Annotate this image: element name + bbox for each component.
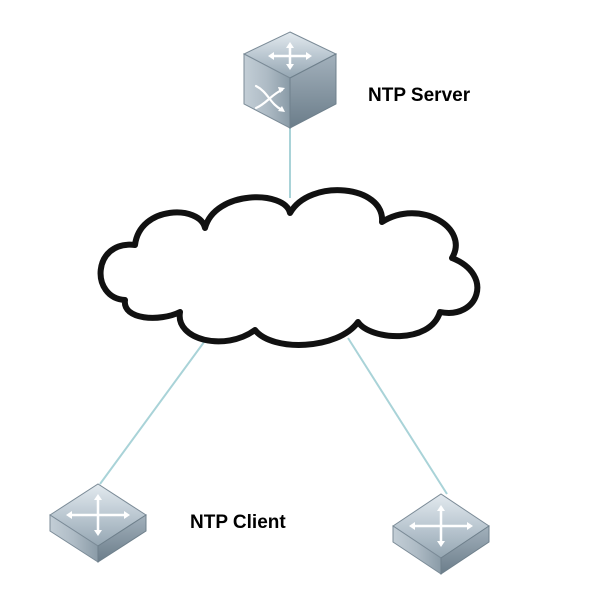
link-cloud-client-left xyxy=(99,337,208,485)
ntp-client-left-icon xyxy=(49,483,147,563)
ntp-client-label: NTP Client xyxy=(190,512,286,533)
cloud-icon xyxy=(97,187,481,348)
ntp-server-label: NTP Server xyxy=(368,85,471,106)
ntp-server-icon xyxy=(242,31,338,129)
ntp-client-right-icon xyxy=(392,493,490,575)
link-cloud-client-right xyxy=(347,337,448,495)
